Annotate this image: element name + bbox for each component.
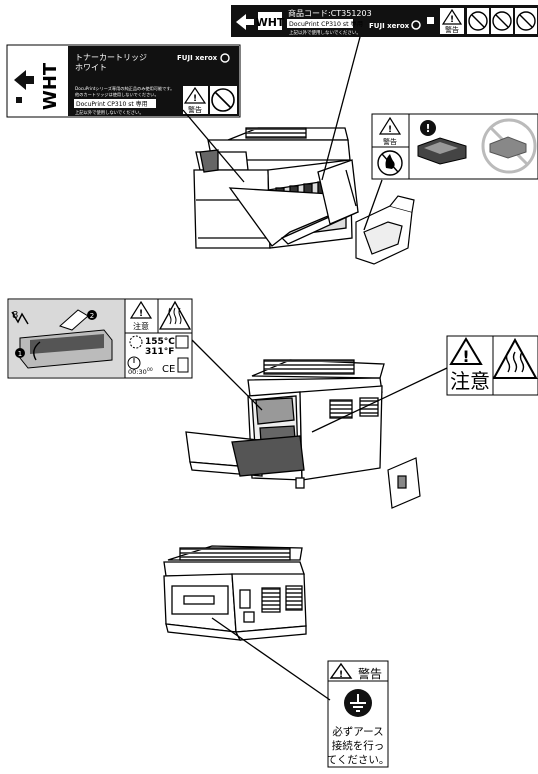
warning-triangle-icon: ! — [129, 300, 153, 319]
ground-label: ! 警告 必ずアース 接続を行っ てください。 — [327, 660, 390, 768]
toner-cartridge-label: WHT トナーカートリッジ ホワイト FUJI xerox DocuPrintシ… — [6, 44, 241, 118]
cartridge-title: トナーカートリッジ — [75, 53, 147, 62]
top-label-color-code: WHT — [256, 16, 285, 29]
no-touch-icon — [481, 118, 537, 174]
drum-cartridge — [355, 195, 415, 265]
drum-cartridge-label: ! 警告 ! — [371, 113, 538, 180]
top-label-code: 商品コード:CT351203 — [288, 8, 372, 18]
cartridge-brand: FUJI xerox — [177, 54, 218, 62]
warning-triangle-icon: ! — [329, 662, 353, 680]
ground-warning: 警告 — [358, 666, 382, 681]
fuser-temp-f: 311°F — [145, 347, 174, 357]
no-touch-icon — [491, 8, 513, 34]
caution-callout: ! 注意 — [446, 335, 538, 396]
svg-text:!: ! — [193, 94, 197, 104]
drum-image-ok — [417, 137, 467, 165]
drum-warning: 警告 — [383, 137, 397, 146]
svg-text:!: ! — [388, 125, 392, 135]
cartridge-desc1: DocuPrintシリーズ専用の純正品のみ使用可能です。 — [75, 85, 174, 92]
hot-surface-icon — [158, 300, 192, 330]
arrow-left-icon — [14, 70, 34, 90]
cartridge-subtitle: ホワイト — [75, 63, 107, 72]
caution-text: 注意 — [450, 369, 490, 393]
exclamation-icon: ! — [420, 120, 436, 136]
fuser-time: 00:30 — [128, 368, 147, 376]
fuser-ce: CE — [162, 364, 175, 375]
leader-lines-top — [182, 36, 383, 231]
top-label-warning: 警告 — [445, 25, 459, 34]
hot-surface-icon — [492, 337, 538, 379]
fuser-temp-c: 155°C — [145, 337, 175, 347]
fuser-step2: 2 — [90, 312, 94, 320]
fuser-label: 8 1 2 ! 注意 155°C 311°F 00:30 00 CE — [7, 298, 193, 379]
top-toner-label: WHT 商品コード:CT351203 DocuPrint CP310 st 専用… — [231, 5, 538, 37]
no-touch-icon — [467, 8, 489, 34]
ground-line3: てください。 — [327, 754, 390, 766]
svg-text:!: ! — [339, 670, 343, 680]
ground-line2: 接続を行っ — [332, 739, 385, 752]
cartridge-model: DocuPrint CP310 st 専用 — [76, 100, 148, 108]
ground-line1: 必ずアース — [332, 725, 383, 738]
svg-text:!: ! — [425, 122, 430, 135]
top-label-model: DocuPrint CP310 st 専用 — [289, 20, 363, 28]
leader-lines-middle — [191, 339, 448, 433]
warning-triangle-icon: ! — [378, 116, 402, 135]
fuser-caution: 注意 — [133, 321, 149, 331]
rear-cover-panel — [387, 457, 421, 509]
no-touch-icon — [210, 86, 237, 114]
cartridge-note: 上記以外で使用しないでください。 — [75, 109, 144, 116]
printer-rear-open — [185, 359, 385, 489]
printer-front-open — [193, 127, 359, 249]
fuser-unit-image — [19, 309, 113, 369]
leader-line-bottom — [211, 617, 331, 701]
no-touch-icon — [515, 8, 537, 34]
top-label-brand: FUJI xerox — [369, 22, 410, 30]
svg-text:8: 8 — [12, 310, 18, 321]
warning-triangle-icon: ! — [183, 86, 207, 104]
svg-text:!: ! — [462, 347, 469, 366]
warning-triangle-icon: ! — [441, 8, 463, 25]
fuser-step1: 1 — [18, 350, 22, 358]
svg-text:!: ! — [450, 15, 454, 25]
no-fire-icon — [377, 150, 403, 176]
printer-rear-closed — [163, 545, 307, 641]
cartridge-color-code: WHT — [40, 62, 61, 110]
svg-text:!: ! — [139, 309, 143, 319]
arrow-left-icon — [236, 14, 254, 30]
cartridge-warning: 警告 — [188, 105, 202, 114]
warning-triangle-icon: ! — [449, 337, 483, 366]
cartridge-desc2: 他のカートリッジは使用しないでください。 — [75, 91, 159, 98]
top-label-note: 上記以外で使用しないでください。 — [289, 29, 361, 36]
ground-icon — [344, 689, 372, 717]
fuser-time-sup: 00 — [147, 367, 153, 373]
